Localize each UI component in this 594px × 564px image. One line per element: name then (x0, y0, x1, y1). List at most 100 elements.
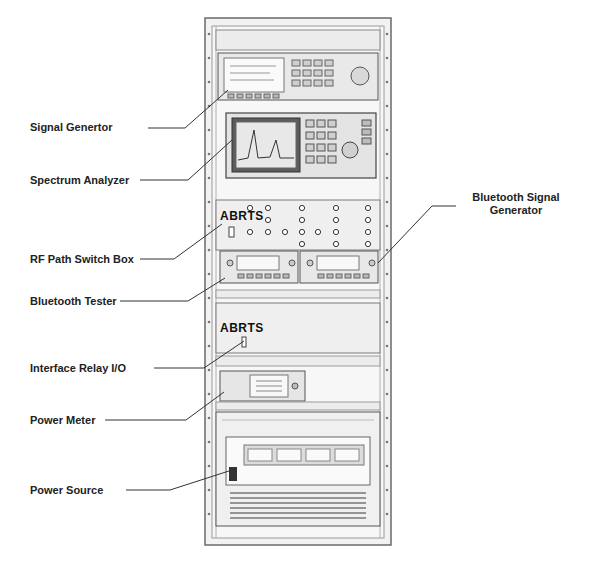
button (354, 274, 360, 278)
key (292, 70, 300, 76)
button (289, 260, 295, 266)
key (306, 144, 314, 151)
button (274, 274, 280, 278)
vent-slots (230, 449, 366, 518)
vent-slot (230, 517, 366, 519)
button (265, 274, 271, 278)
key (246, 94, 252, 98)
key (306, 120, 314, 127)
callout-label: Power Meter (30, 414, 95, 427)
rf-connector (333, 205, 338, 210)
callout-label: RF Path Switch Box (30, 253, 134, 266)
rail-hole (386, 297, 389, 300)
button (238, 274, 244, 278)
rack-inner (212, 26, 384, 538)
power-switch (229, 467, 237, 481)
key (264, 94, 270, 98)
button (247, 274, 253, 278)
button (256, 274, 262, 278)
key (362, 138, 371, 144)
rf-connector (299, 229, 304, 234)
rail-hole (386, 345, 389, 348)
button (369, 260, 375, 266)
key (325, 80, 333, 86)
key (306, 132, 314, 139)
rail-hole (386, 513, 389, 516)
key (292, 80, 300, 86)
callout-label: Bluetooth Signal Generator (458, 191, 574, 217)
bluetooth-tester (220, 251, 298, 283)
readout (306, 449, 330, 461)
bluetooth-signal-generator (300, 251, 378, 283)
key (292, 60, 300, 66)
rail-hole (386, 57, 389, 60)
power-source (216, 412, 380, 526)
rail-hole (386, 417, 389, 420)
buttons (227, 260, 375, 278)
key (328, 120, 336, 127)
power-display (244, 445, 364, 465)
readout (248, 449, 272, 461)
signal-generator (218, 53, 378, 100)
rail-hole (386, 225, 389, 228)
button (363, 274, 369, 278)
rf-connector (333, 241, 338, 246)
rail-holes (208, 33, 389, 516)
rail-hole (208, 273, 211, 276)
key (328, 156, 336, 163)
key (325, 70, 333, 76)
switch (229, 227, 234, 237)
rail-hole (208, 57, 211, 60)
rf-connector (365, 241, 370, 246)
rail-hole (208, 465, 211, 468)
rail-hole (208, 417, 211, 420)
rf-switch-box (216, 200, 380, 250)
callout-label: Spectrum Analyzer (30, 174, 129, 187)
rf-connector (333, 229, 338, 234)
keypad (228, 60, 333, 98)
rail-hole (208, 81, 211, 84)
rail-hole (386, 489, 389, 492)
key (273, 94, 279, 98)
power-meter (220, 371, 305, 401)
key (255, 94, 261, 98)
key (317, 120, 325, 127)
vent-slot (230, 502, 366, 504)
rail-hole (208, 441, 211, 444)
key (317, 156, 325, 163)
rail-hole (386, 81, 389, 84)
vent-slot (230, 507, 366, 509)
key (317, 132, 325, 139)
key (303, 60, 311, 66)
rail-hole (386, 393, 389, 396)
panel-brand: ABRTS (220, 210, 264, 223)
key (328, 144, 336, 151)
rail-hole (208, 177, 211, 180)
rail-hole (386, 369, 389, 372)
rail-hole (208, 489, 211, 492)
rail-hole (386, 105, 389, 108)
key (317, 144, 325, 151)
rf-connector (265, 217, 270, 222)
rail-hole (208, 369, 211, 372)
vent-slot (230, 497, 366, 499)
rail-hole (386, 129, 389, 132)
callout-label: Interface Relay I/O (30, 362, 126, 375)
rf-connector (299, 205, 304, 210)
interface-relay-panel (216, 303, 380, 353)
signal-generator-screen (224, 58, 284, 92)
rail-hole (208, 297, 211, 300)
key (325, 60, 333, 66)
vent-slot (230, 512, 366, 514)
rail-hole (208, 225, 211, 228)
key (306, 156, 314, 163)
key (303, 70, 311, 76)
panel-brand: ABRTS (220, 322, 264, 335)
rail-hole (386, 249, 389, 252)
key (328, 132, 336, 139)
rail-hole (208, 321, 211, 324)
rail-hole (386, 465, 389, 468)
key (314, 80, 322, 86)
rf-connector (265, 229, 270, 234)
key (362, 120, 371, 126)
